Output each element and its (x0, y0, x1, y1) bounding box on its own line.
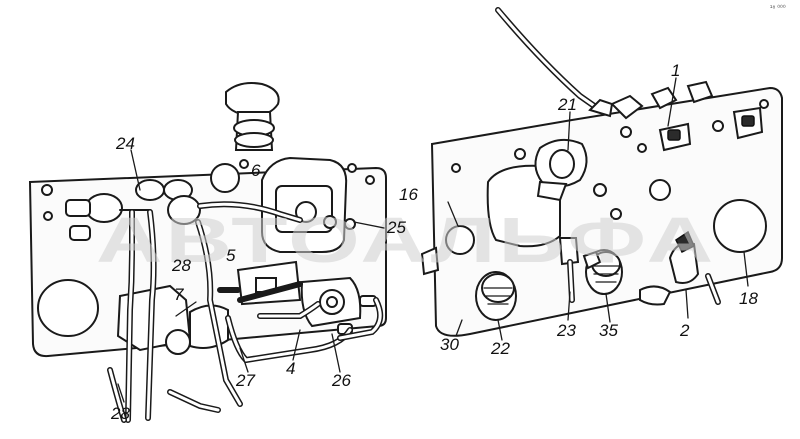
coupling-group-24 (65, 179, 223, 241)
mounting-hole (637, 143, 647, 153)
callout-5: 5 (226, 246, 236, 265)
mounting-hole (365, 175, 375, 185)
panel-opening (210, 163, 240, 193)
mounting-hole (239, 159, 249, 169)
callout-35: 35 (599, 321, 618, 340)
mounting-hole (347, 163, 357, 173)
mounting-hole (451, 163, 461, 173)
callout-2: 2 (679, 321, 690, 340)
valve-26 (300, 276, 377, 335)
callout-6: 6 (251, 161, 261, 180)
watermark-text: АВТОАЛЬФА (96, 204, 716, 276)
callout-27: 27 (235, 371, 255, 390)
mounting-hole (610, 208, 622, 220)
switch-row (588, 80, 764, 152)
mounting-hole (43, 211, 53, 221)
toggle-switch-2 (639, 230, 721, 306)
brake-handle (225, 82, 280, 151)
callout-22: 22 (490, 339, 510, 358)
panel-opening-16 (445, 225, 475, 255)
air-tubes (107, 201, 384, 423)
right-panel (420, 7, 783, 337)
leader-lines (117, 77, 749, 403)
panel-opening (649, 179, 671, 201)
gauge-opening-18 (713, 199, 767, 253)
mounting-hole (593, 183, 607, 197)
callout-labels: 24 6 28 5 7 25 27 4 26 28 16 21 1 18 2 3… (110, 61, 758, 423)
valve-23 (558, 237, 580, 303)
lever-21 (486, 138, 588, 248)
callout-23: 23 (556, 321, 576, 340)
cable (495, 7, 603, 113)
knob-35 (582, 249, 623, 295)
callout-1: 1 (671, 61, 680, 80)
callout-26: 26 (331, 371, 351, 390)
side-bracket (420, 246, 440, 276)
gauge-opening-left (37, 279, 99, 337)
callout-16: 16 (399, 185, 418, 204)
mounting-hole (759, 99, 769, 109)
callout-25: 25 (386, 218, 406, 237)
callout-4: 4 (286, 359, 295, 378)
callout-21: 21 (557, 95, 577, 114)
knob-22 (475, 271, 517, 321)
callout-7: 7 (174, 285, 184, 304)
callout-18: 18 (739, 289, 758, 308)
callout-28-upper: 28 (171, 256, 191, 275)
left-panel (28, 82, 387, 423)
callout-24: 24 (115, 134, 135, 153)
callout-28-lower: 28 (110, 404, 130, 423)
crane-valve-block (261, 156, 356, 253)
callout-30: 30 (440, 335, 459, 354)
mounting-hole (514, 148, 526, 160)
mounting-hole (41, 184, 53, 196)
corner-mark: ¹⁸ ⁰⁰⁰ (770, 4, 786, 12)
